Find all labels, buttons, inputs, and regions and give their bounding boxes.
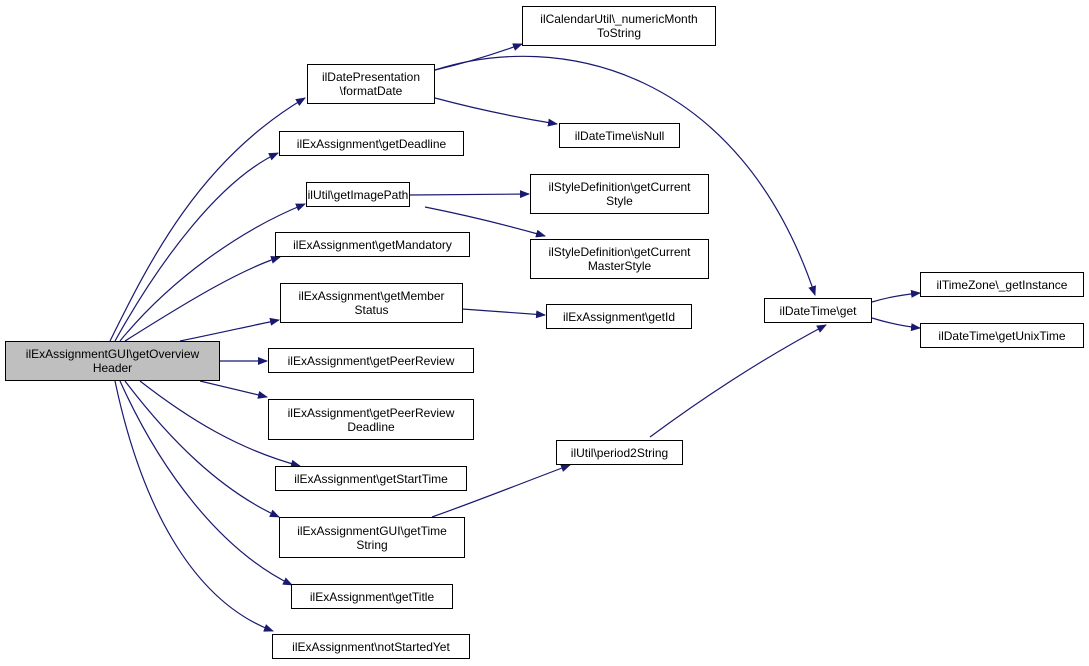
node-getMemberStatus[interactable]: ilExAssignment\getMember Status xyxy=(280,283,463,323)
edge-root-getImagePath xyxy=(119,203,306,342)
edge-root-getTitle xyxy=(119,380,293,586)
node-getCurrentMasterStyle[interactable]: ilStyleDefinition\getCurrent MasterStyle xyxy=(530,239,709,279)
node-getUnixTime[interactable]: ilDateTime\getUnixTime xyxy=(920,323,1084,348)
node-label: ilCalendarUtil\_numericMonth xyxy=(540,12,698,26)
node-label: ilDateTime\isNull xyxy=(574,128,665,143)
node-formatDate[interactable]: ilDatePresentation \formatDate xyxy=(307,64,435,104)
node-label: ilExAssignment\getPeerReview xyxy=(287,353,455,368)
node-label: \formatDate xyxy=(339,84,403,98)
node-label: ilTimeZone\_getInstance xyxy=(936,277,1068,292)
node-label: Deadline xyxy=(347,419,395,434)
edge-root-getMandatory xyxy=(124,255,281,342)
edge-getImagePath-getCurrentStyle xyxy=(409,190,530,199)
node-label: Header xyxy=(92,361,133,375)
node-getDeadline[interactable]: ilExAssignment\getDeadline xyxy=(279,131,464,156)
node-label: ilUtil\period2String xyxy=(570,445,669,460)
node-label: ilStyleDefinition\getCurrent xyxy=(548,180,691,194)
node-label: Style xyxy=(606,194,633,208)
node-dtGet[interactable]: ilDateTime\get xyxy=(764,298,872,323)
node-label: ilExAssignment\getPeerReview xyxy=(287,405,455,420)
edge-dtGet-getUnixTime xyxy=(871,317,921,332)
node-label: ToString xyxy=(596,26,642,40)
node-label: ilExAssignmentGUI\getOverview xyxy=(25,347,200,361)
node-label: ilDatePresentation xyxy=(321,70,421,84)
edge-root-getStartTime xyxy=(139,380,301,468)
edge-root-getPeerReviewDeadline xyxy=(199,380,268,399)
edge-formatDate-isNull xyxy=(434,97,558,127)
node-getId[interactable]: ilExAssignment\getId xyxy=(546,304,692,329)
node-getTitle[interactable]: ilExAssignment\getTitle xyxy=(291,584,453,609)
node-label: Status xyxy=(354,303,389,317)
edge-root-getDeadline xyxy=(114,152,279,342)
node-label: String xyxy=(356,537,388,552)
edge-getTimeString-period2String xyxy=(431,464,571,518)
edge-getMemberStatus-getId xyxy=(461,308,546,319)
edge-formatDate-dtGet xyxy=(434,55,816,296)
node-label: ilExAssignment\getMandatory xyxy=(293,237,452,252)
edge-root-notStartedYet xyxy=(114,380,274,632)
node-label: ilDateTime\get xyxy=(779,303,857,318)
node-getMandatory[interactable]: ilExAssignment\getMandatory xyxy=(275,232,470,257)
node-label: ilStyleDefinition\getCurrent xyxy=(548,245,691,259)
node-label: ilUtil\getImagePath xyxy=(307,187,409,202)
node-label: ilExAssignment\getDeadline xyxy=(296,136,447,151)
node-getInstance[interactable]: ilTimeZone\_getInstance xyxy=(920,272,1084,297)
node-label: ilExAssignment\getTitle xyxy=(309,589,435,604)
node-getImagePath[interactable]: ilUtil\getImagePath xyxy=(306,182,410,207)
node-label: ilExAssignment\getId xyxy=(562,309,676,324)
node-period2String[interactable]: ilUtil\period2String xyxy=(556,440,683,465)
node-label: ilExAssignment\getStartTime xyxy=(294,471,448,486)
node-label: ilExAssignment\notStartedYet xyxy=(292,639,450,654)
edge-period2String-dtGet xyxy=(649,324,827,438)
node-getStartTime[interactable]: ilExAssignment\getStartTime xyxy=(275,466,467,491)
node-label: MasterStyle xyxy=(587,259,652,273)
node-getPeerReview[interactable]: ilExAssignment\getPeerReview xyxy=(268,348,474,373)
node-label: ilDateTime\getUnixTime xyxy=(938,328,1066,343)
edge-dtGet-getInstance xyxy=(871,289,921,303)
node-root: ilExAssignmentGUI\getOverview Header xyxy=(5,341,220,381)
edge-formatDate-numericMonth xyxy=(434,43,523,71)
node-notStartedYet[interactable]: ilExAssignment\notStartedYet xyxy=(272,634,470,659)
edge-getImagePath-getCurrentMasterStyle xyxy=(424,206,546,238)
edge-root-getTimeString xyxy=(124,380,280,518)
edge-root-formatDate xyxy=(109,97,306,342)
edge-root-getMemberStatus xyxy=(179,317,280,342)
node-label: ilExAssignment\getMember xyxy=(298,289,445,303)
node-numericMonth[interactable]: ilCalendarUtil\_numericMonth ToString xyxy=(522,6,716,46)
node-label: ilExAssignmentGUI\getTime xyxy=(297,523,447,538)
node-getPeerReviewDeadline[interactable]: ilExAssignment\getPeerReview Deadline xyxy=(268,399,474,440)
node-getTimeString[interactable]: ilExAssignmentGUI\getTime String xyxy=(279,517,465,558)
node-getCurrentStyle[interactable]: ilStyleDefinition\getCurrent Style xyxy=(530,174,709,214)
node-isNull[interactable]: ilDateTime\isNull xyxy=(559,123,680,148)
